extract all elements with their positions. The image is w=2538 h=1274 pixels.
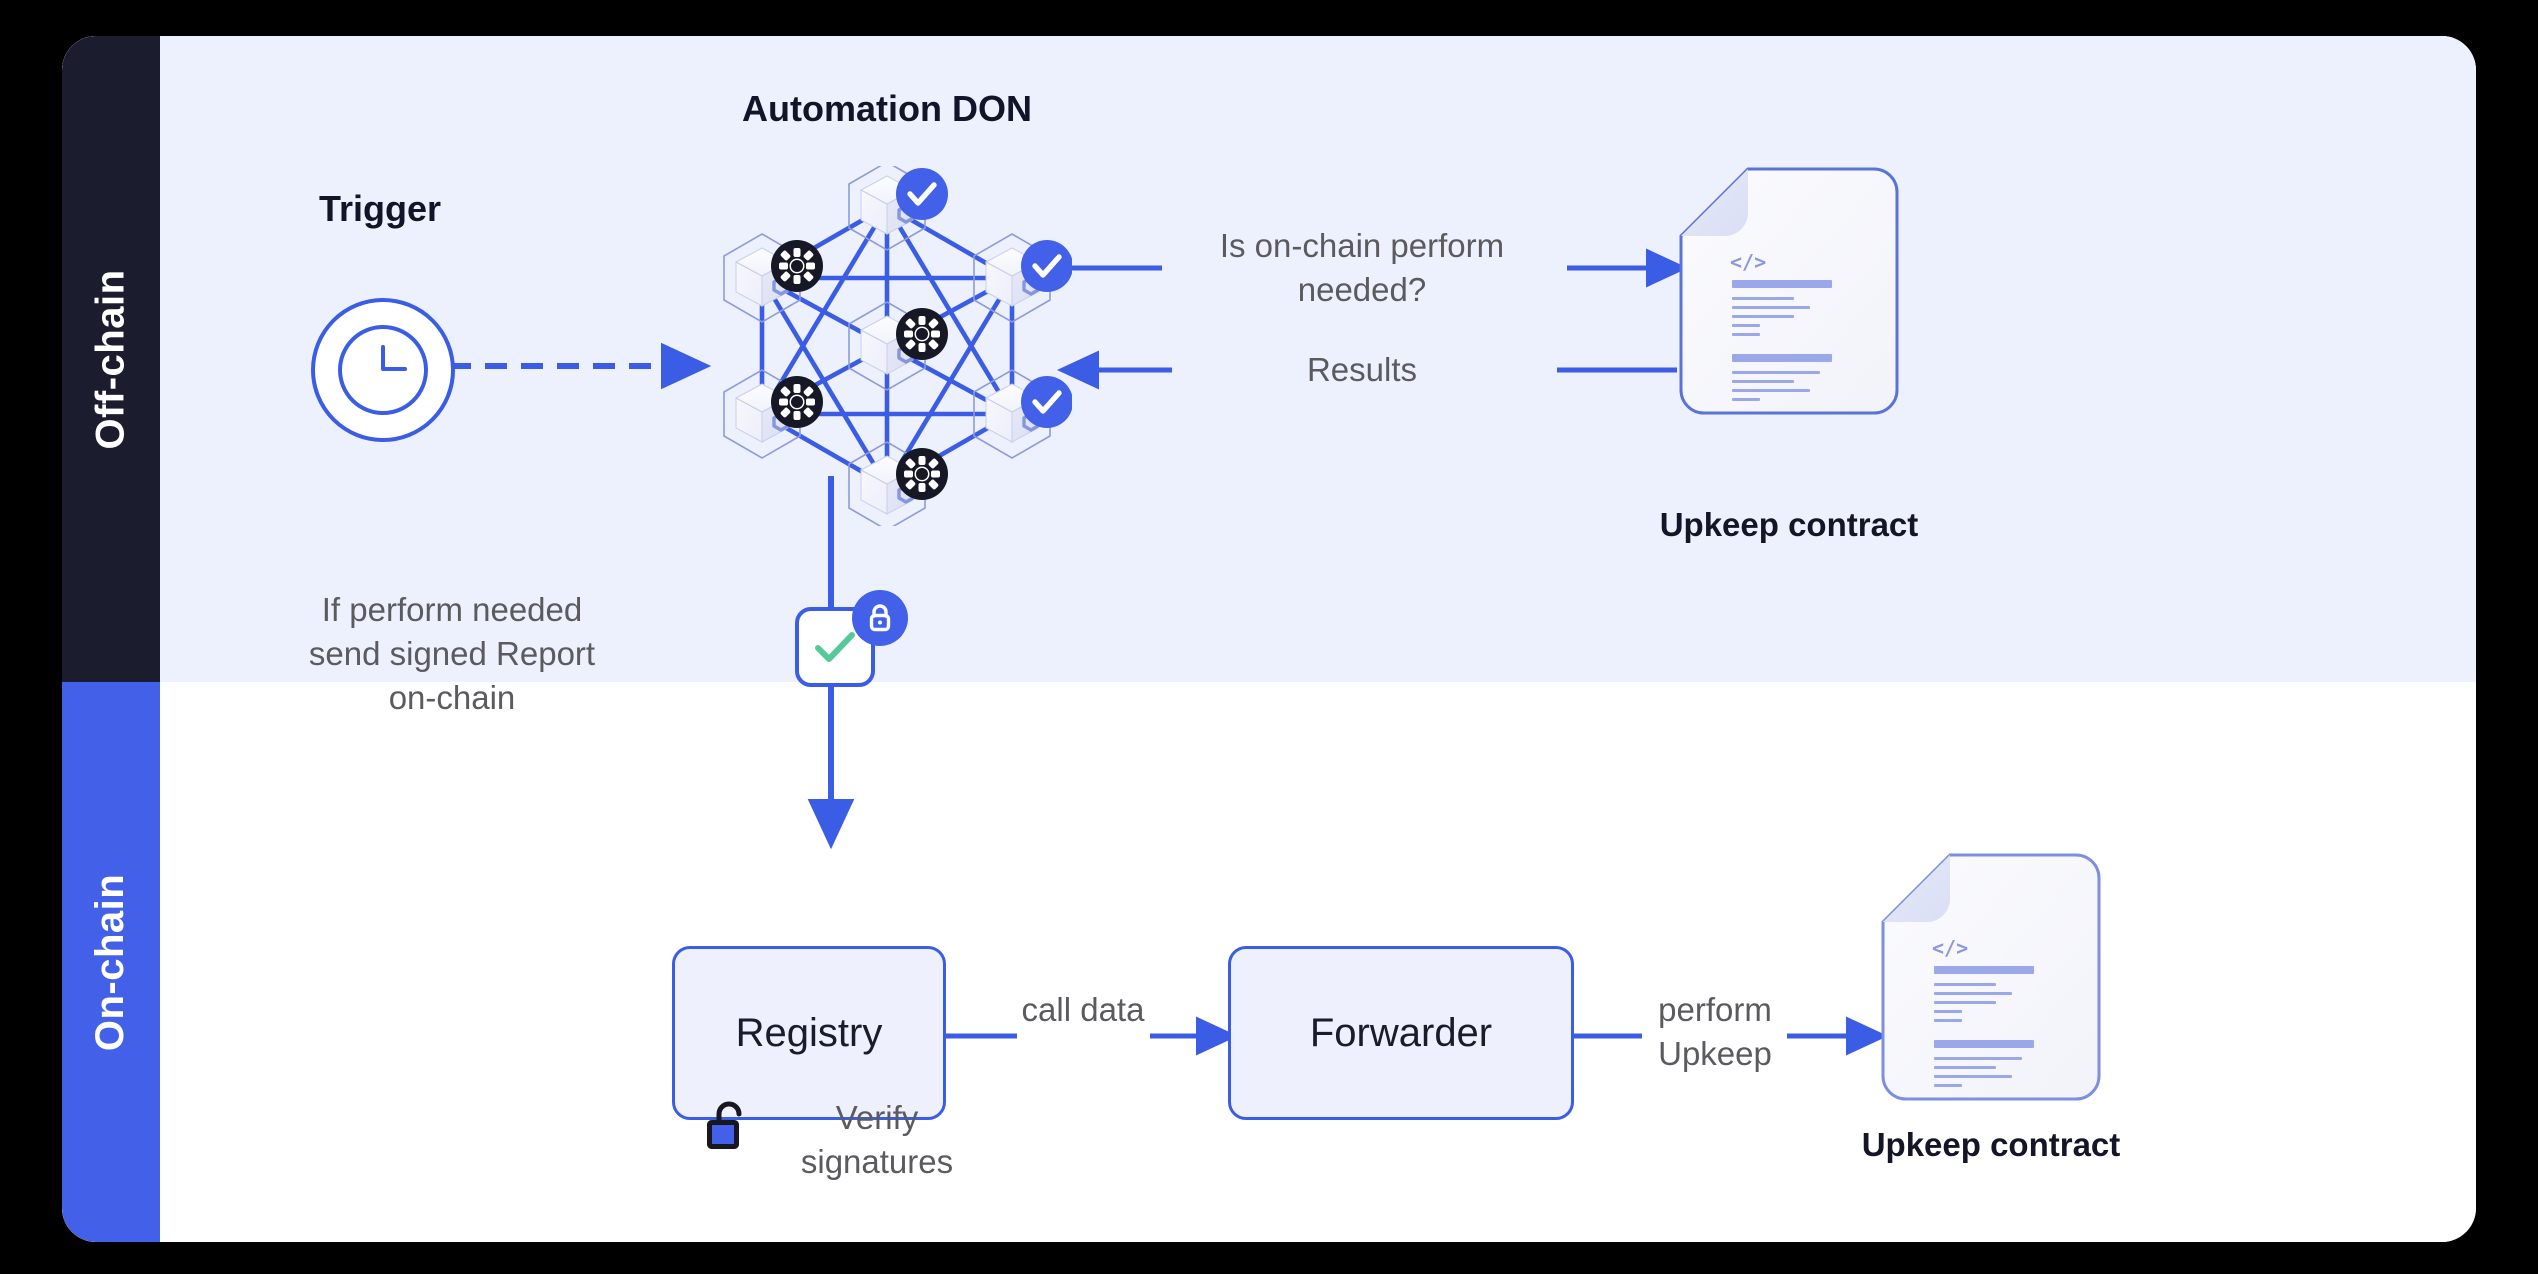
trigger-heading: Trigger (318, 188, 442, 229)
registry-box[interactable]: Registry (672, 946, 946, 1120)
automation-don-cluster (702, 160, 1073, 532)
call-data-label: call data (1021, 991, 1145, 1028)
svg-text:</>: </> (1932, 936, 1968, 960)
on-chain-rail: On-chain (62, 682, 160, 1242)
check-circle-icon (896, 168, 948, 220)
check-circle-icon (1021, 240, 1073, 292)
forwarder-label: Forwarder (1309, 1010, 1493, 1055)
registry-label: Registry (735, 1010, 883, 1055)
diagram-card: Off-chain On-chain (62, 36, 2476, 1242)
upkeep-contract-top-icon: </> (1678, 166, 1900, 421)
upkeep-contract-top-label: Upkeep contract (1659, 506, 1919, 543)
check-square-icon (795, 607, 875, 687)
don-node-group (722, 160, 1052, 532)
on-chain-rail-label: On-chain (88, 873, 133, 1051)
off-chain-rail: Off-chain (62, 36, 160, 682)
off-chain-band-background (62, 36, 2476, 682)
clock-icon (311, 298, 455, 442)
forwarder-box[interactable]: Forwarder (1228, 946, 1574, 1120)
gear-icon (896, 448, 948, 500)
lock-open-icon (706, 1100, 752, 1154)
svg-text:</>: </> (1730, 250, 1766, 274)
results-label: Results (1306, 351, 1418, 388)
automation-don-heading: Automation DON (742, 88, 1032, 129)
check-circle-icon (1021, 376, 1073, 428)
gear-icon (771, 240, 823, 292)
upkeep-contract-bottom-icon: </> (1880, 852, 2102, 1107)
gear-icon (771, 376, 823, 428)
if-perform-needed-label: If perform needed send signed Report on-… (308, 591, 596, 716)
lock-closed-icon (852, 590, 908, 646)
perform-upkeep-label: perform Upkeep (1658, 991, 1772, 1072)
upkeep-contract-bottom-label: Upkeep contract (1861, 1126, 2121, 1163)
gear-icon (896, 308, 948, 360)
is-perform-needed-label: Is on-chain perform needed? (1219, 227, 1505, 308)
off-chain-rail-label: Off-chain (88, 268, 133, 450)
verify-signatures-label: Verify signatures (800, 1099, 954, 1180)
